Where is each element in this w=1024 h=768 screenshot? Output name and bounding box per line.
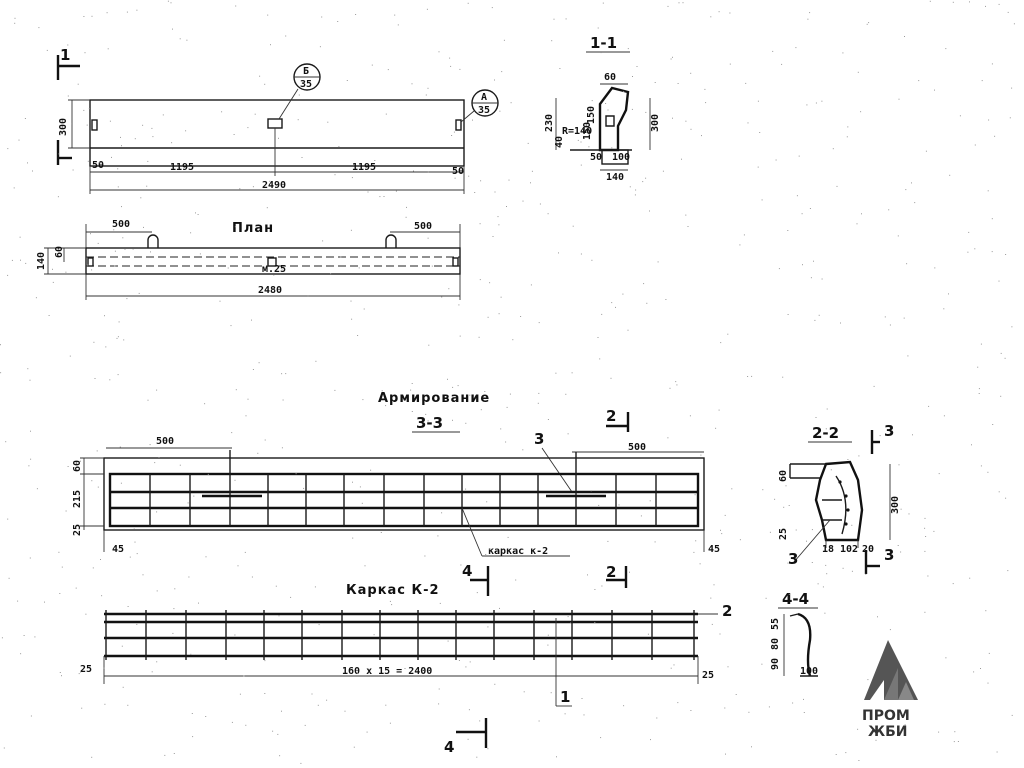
dim-s44-d3: 55 [770, 618, 781, 630]
dim-elevation-half-right: 1195 [352, 162, 376, 173]
dim-reinf-left: 500 [156, 436, 174, 447]
frame-k2-view: Каркас К-2 4 2 2 [80, 562, 732, 756]
section-4-4: 4-4 90 80 55 100 [770, 590, 818, 677]
dim-s11-radius: R=140 [562, 126, 592, 137]
callout-b-letter: Б [303, 66, 309, 77]
dim-s22-b1: 18 [822, 544, 834, 555]
section-marker-4-top: 4 [462, 562, 472, 580]
dim-reinf-end-right: 45 [708, 544, 720, 555]
section-marker-2-bottom: 2 [606, 563, 616, 581]
dim-s22-top: 60 [778, 470, 789, 482]
section-2-2: 2-2 3 3 300 60 25 18 102 20 3 [778, 422, 901, 574]
plan-title: План [232, 221, 274, 236]
dim-s11-side: 150 [582, 122, 593, 140]
dim-plan-right: 500 [414, 221, 432, 232]
plan-view: План 500 500 м.25 140 60 2480 [36, 219, 461, 300]
section-3-3-title: 3-3 [416, 414, 443, 432]
section-marker-1: 1 [60, 46, 70, 64]
section-marker-3-top: 3 [884, 422, 894, 440]
dim-s11-b1: 50 [590, 152, 602, 163]
dim-s22-bot: 25 [778, 528, 789, 540]
dim-s44-b: 100 [800, 666, 818, 677]
frame-spacing: 160 x 15 = 2400 [342, 666, 432, 677]
dim-elevation-total: 2490 [262, 180, 286, 191]
dim-s11-h3: 300 [650, 114, 661, 132]
dim-s11-b4: 40 [554, 136, 565, 148]
callout-a-letter: А [481, 92, 487, 103]
promzhbi-logo: ПРОМ ЖБИ [862, 640, 918, 740]
dim-s11-b2: 100 [612, 152, 630, 163]
reinf-stirrups [149, 450, 657, 526]
frame-end-right: 25 [702, 670, 714, 681]
logo-line-1: ПРОМ [862, 708, 910, 724]
frame-pos-1: 1 [560, 688, 570, 706]
section-marker-2-top: 2 [606, 407, 616, 425]
dim-s11-h1: 150 [586, 106, 597, 124]
section22-pos3: 3 [788, 550, 798, 568]
section-1-1-title: 1-1 [590, 34, 617, 52]
dim-elevation-left-end: 50 [92, 160, 104, 171]
frame-stirrups [105, 610, 695, 660]
frame-end-left: 25 [80, 664, 92, 675]
plan-mark: м.25 [262, 264, 286, 275]
callout-b-sheet: 35 [300, 79, 312, 90]
dim-elevation-height: 300 [58, 118, 69, 136]
section-1-1: 1-1 60 300 230 150 40 R=140 150 50 100 1… [544, 34, 661, 183]
dim-reinf-end-left: 45 [112, 544, 124, 555]
reinforcement-view: Армирование 3-3 2 500 500 3 [72, 391, 720, 557]
dim-reinf-right: 500 [628, 442, 646, 453]
dim-reinf-mid: 215 [72, 490, 83, 508]
dim-s11-b3: 140 [606, 172, 624, 183]
dim-plan-left: 500 [112, 219, 130, 230]
dim-plan-width-outer: 140 [36, 252, 47, 270]
section-4-4-title: 4-4 [782, 590, 809, 608]
frame-label: каркас к-2 [488, 546, 548, 557]
frame-pos-2: 2 [722, 602, 732, 620]
pos-3-label: 3 [534, 430, 544, 448]
dim-elevation-right-end: 50 [452, 166, 464, 177]
dim-s44-d1: 90 [770, 658, 781, 670]
dim-plan-width-inner: 60 [54, 246, 65, 258]
section-2-2-title: 2-2 [812, 424, 839, 442]
logo-line-2: ЖБИ [868, 724, 908, 740]
dim-s22-height: 300 [890, 496, 901, 514]
dim-s11-h2: 230 [544, 114, 555, 132]
section-marker-3-bottom: 3 [884, 546, 894, 564]
dim-s44-d2: 80 [770, 638, 781, 650]
dim-reinf-bot: 25 [72, 524, 83, 536]
dim-s22-b3: 20 [862, 544, 874, 555]
dim-s11-top: 60 [604, 72, 616, 83]
reinforcement-title: Армирование [378, 391, 490, 406]
frame-title: Каркас К-2 [346, 583, 440, 598]
elevation-view: 1 Б 35 А 35 300 50 1195 [56, 46, 499, 194]
dim-reinf-top: 60 [72, 460, 83, 472]
section-marker-4-bottom: 4 [444, 738, 454, 756]
callout-a-sheet: 35 [478, 105, 490, 116]
dim-elevation-half-left: 1195 [170, 162, 194, 173]
dim-plan-total: 2480 [258, 285, 282, 296]
dim-s22-b2: 102 [840, 544, 858, 555]
